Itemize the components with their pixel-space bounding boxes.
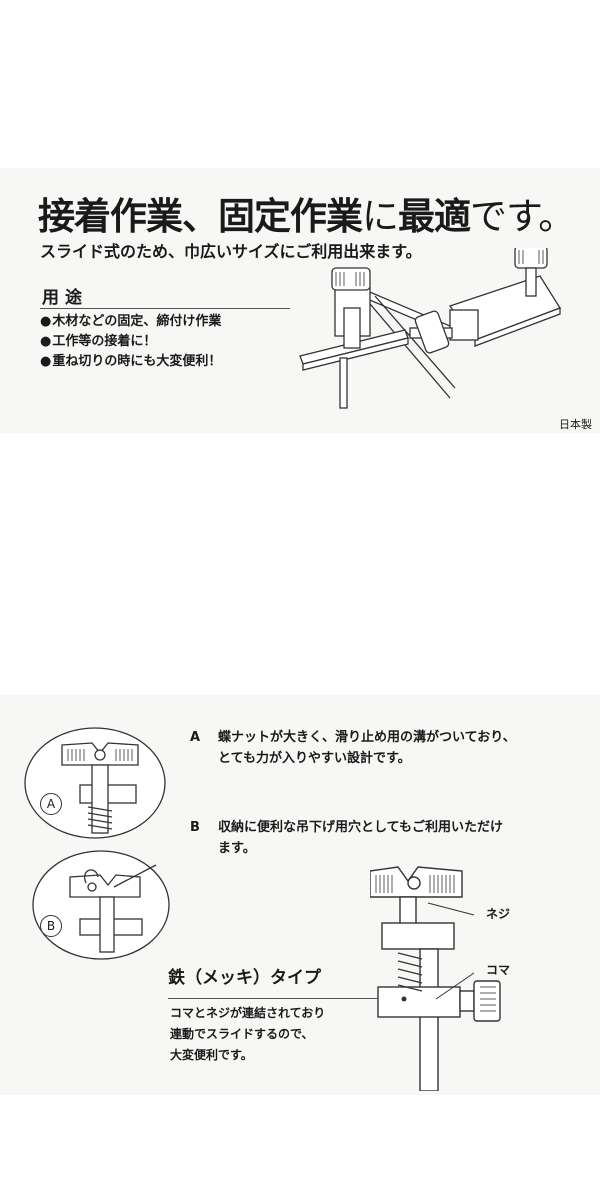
features-panel: A B A 蝶ナットが大きく、滑り止め用の溝がついており、 とても力が入りやすい設… (0, 695, 600, 1095)
made-in-japan-label: 日本製 (559, 418, 592, 431)
type-desc-line: コマとネジが連結されており (170, 1006, 326, 1020)
usage-item: 木材などの固定、締付け作業 (40, 312, 221, 332)
usage-item: 工作等の接着に！ (40, 332, 221, 352)
headline-part1: 接着作業、固定作業 (38, 195, 363, 238)
headline: 接着作業、固定作業に最適です。 (38, 186, 575, 240)
subline: スライド式のため、巾広いサイズにご利用出来ます。 (40, 242, 422, 261)
screw-callout: ネジ (486, 907, 511, 921)
usage-item: 重ね切りの時にも大変便利！ (40, 352, 221, 372)
usage-panel: 接着作業、固定作業に最適です。 スライド式のため、巾広いサイズにご利用出来ます。… (0, 168, 600, 433)
type-desc-line: 大変便利です。 (170, 1048, 253, 1062)
clamp-parts-illustration (370, 866, 501, 1091)
type-title: 鉄（メッキ）タイプ (168, 968, 321, 988)
feature-a-line2: とても力が入りやすい設計です。 (218, 751, 411, 766)
badge-a: A (40, 793, 62, 815)
usage-title: 用途 (42, 288, 88, 308)
usage-divider (40, 308, 290, 309)
headline-part2: に (362, 195, 399, 238)
badge-a-letter: A (46, 797, 56, 811)
feature-b-letter: B (190, 820, 200, 835)
usage-list: 木材などの固定、締付け作業 工作等の接着に！ 重ね切りの時にも大変便利！ (40, 312, 221, 372)
koma-callout: コマ (486, 963, 511, 977)
type-divider (168, 998, 378, 999)
feature-b-line1: 収納に便利な吊下げ用穴としてもご利用いただけ (218, 820, 503, 835)
badge-b-letter: B (46, 919, 56, 933)
clamp-usage-illustration (299, 248, 561, 409)
detail-b-illustration (32, 850, 170, 960)
headline-part4: です。 (470, 195, 575, 238)
feature-a-letter: A (190, 730, 201, 745)
headline-part3: 最適 (398, 195, 471, 238)
badge-b: B (40, 915, 62, 937)
feature-b: B 収納に便利な吊下げ用穴としてもご利用いただけ ます。 (190, 817, 503, 859)
type-description: コマとネジが連結されており 連動でスライドするので、 大変便利です。 (170, 1003, 325, 1066)
feature-a-line1: 蝶ナットが大きく、滑り止め用の溝がついており、 (218, 730, 516, 745)
detail-a-illustration (24, 727, 166, 839)
type-desc-line: 連動でスライドするので、 (170, 1027, 314, 1041)
feature-a: A 蝶ナットが大きく、滑り止め用の溝がついており、 とても力が入りやすい設計です。 (190, 727, 516, 769)
feature-b-line2: ます。 (218, 841, 256, 856)
